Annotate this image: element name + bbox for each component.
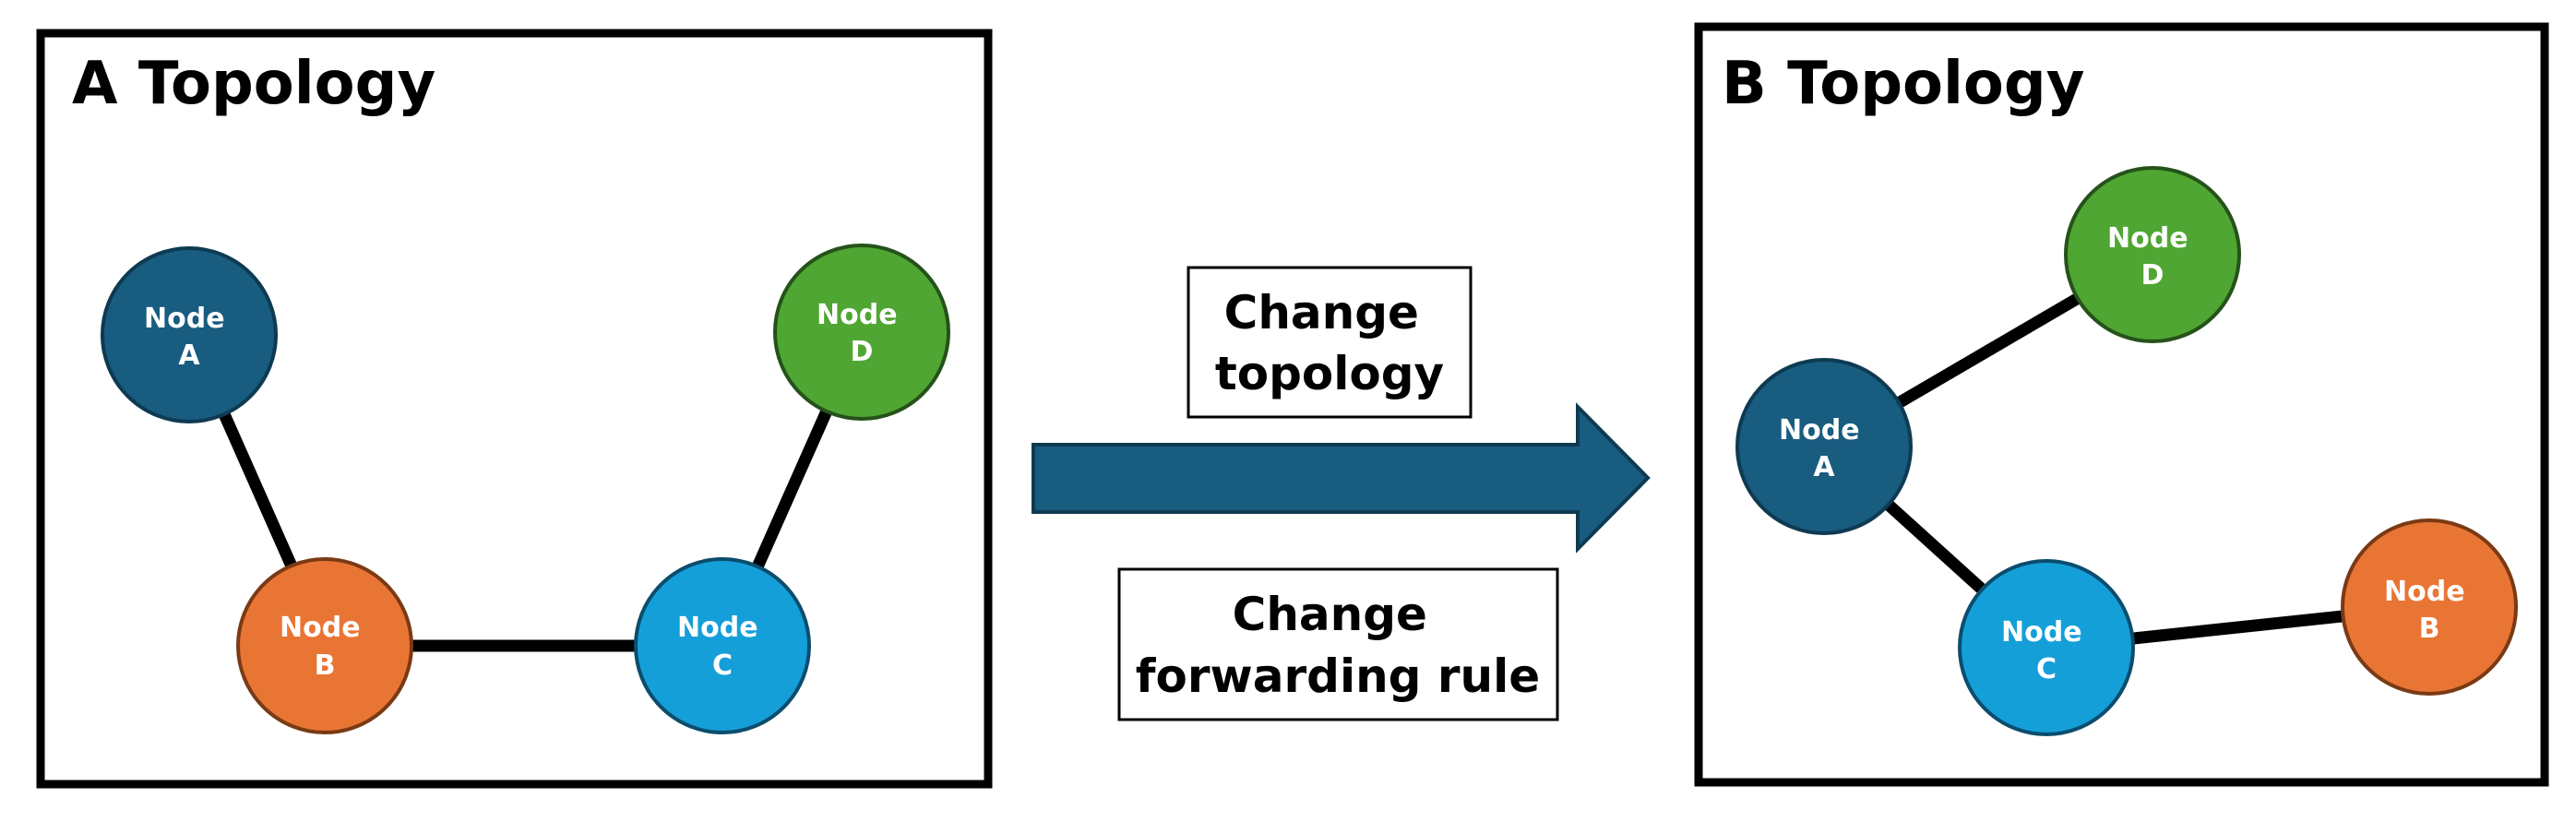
node-circle bbox=[236, 557, 413, 734]
change-rule-label: Change forwarding rule bbox=[1136, 588, 1540, 703]
node-a: Node A bbox=[1735, 358, 1913, 535]
node-c: Node C bbox=[634, 557, 811, 734]
node-d: Node D bbox=[2064, 166, 2241, 343]
change-topology-box bbox=[1187, 266, 1473, 419]
node-b: Node B bbox=[2341, 518, 2518, 696]
node-label: Node C bbox=[2001, 616, 2092, 685]
node-label: Node B bbox=[280, 612, 370, 682]
node-label: Node D bbox=[817, 299, 907, 368]
node-a: Node A bbox=[101, 246, 278, 423]
node-circle bbox=[2341, 518, 2518, 696]
node-label: Node B bbox=[2384, 576, 2475, 645]
node-circle bbox=[1735, 358, 1913, 535]
panel-b-title: B Topology bbox=[1722, 50, 2084, 118]
panel-a: A Topology Node A Node B Node C bbox=[36, 29, 993, 789]
node-circle bbox=[1958, 559, 2135, 736]
panel-a-title: A Topology bbox=[72, 50, 435, 118]
node-circle bbox=[2064, 166, 2241, 343]
node-label: Node A bbox=[144, 303, 234, 372]
transition-arrow bbox=[1032, 402, 1651, 554]
node-circle bbox=[634, 557, 811, 734]
change-topology-label: Change topology bbox=[1215, 286, 1444, 400]
node-label: Node D bbox=[2107, 222, 2198, 292]
node-circle bbox=[773, 244, 950, 421]
node-label: Node C bbox=[677, 612, 768, 682]
node-circle bbox=[101, 246, 278, 423]
panel-b: B Topology Node A Node D Node C bbox=[1694, 22, 2549, 787]
node-c: Node C bbox=[1958, 559, 2135, 736]
node-b: Node B bbox=[236, 557, 413, 734]
node-d: Node D bbox=[773, 244, 950, 421]
transition: Change topology Change forwarding rule bbox=[1032, 266, 1651, 721]
change-rule-box bbox=[1117, 567, 1559, 721]
node-label: Node A bbox=[1779, 414, 1869, 483]
